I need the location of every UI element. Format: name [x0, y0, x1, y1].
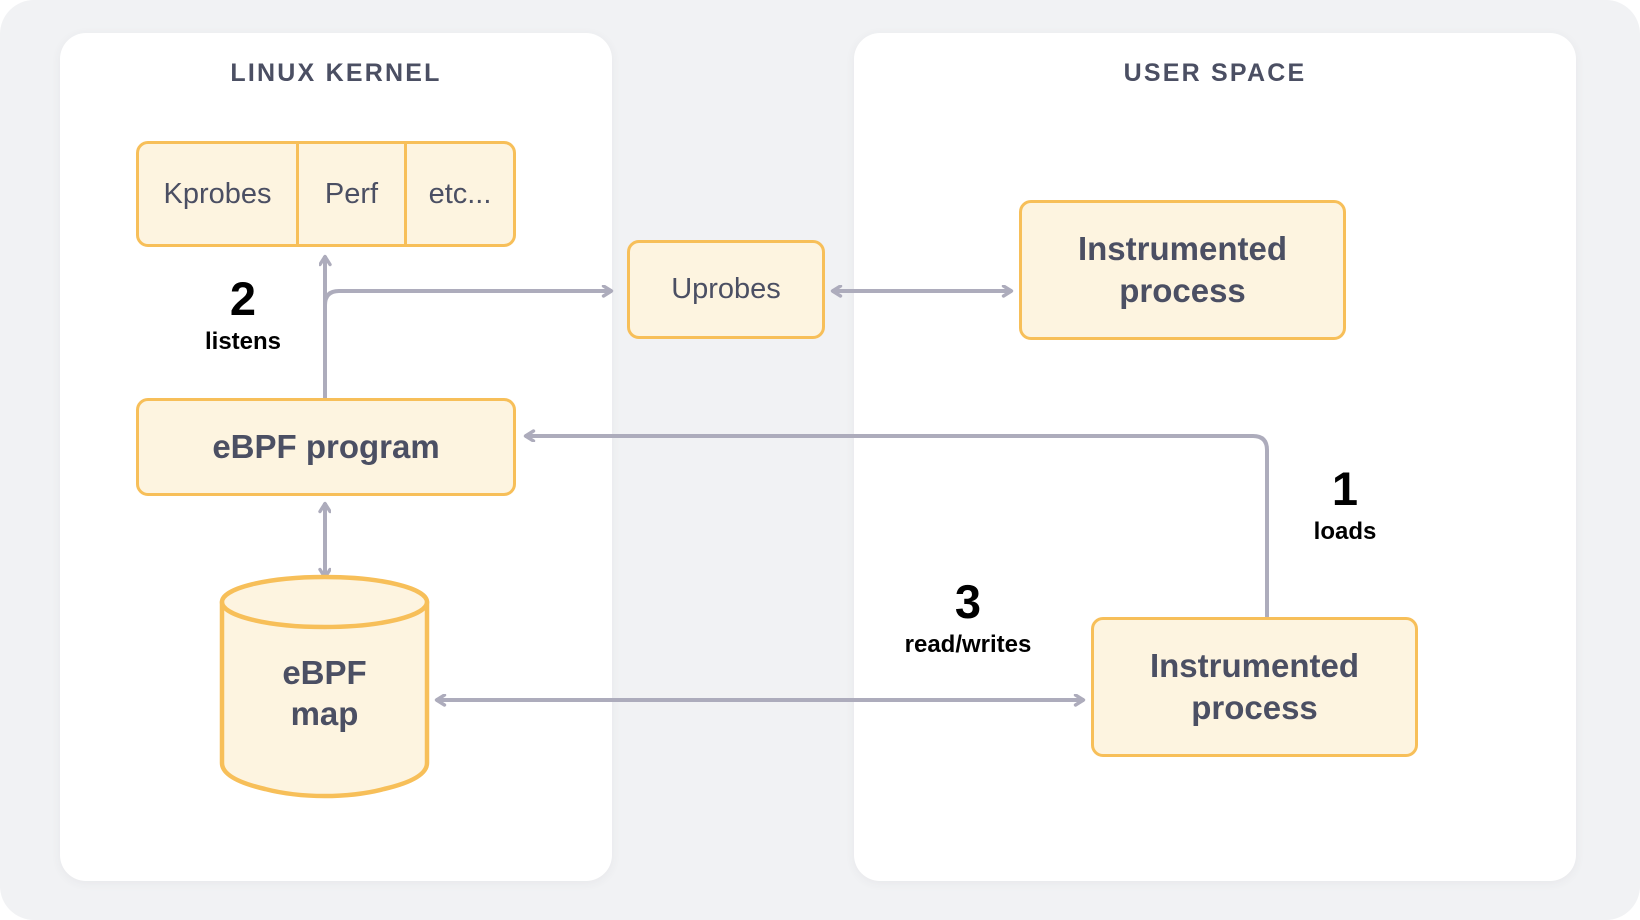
probe-cell-perf[interactable]: Perf: [296, 144, 404, 244]
node-ebpf-map-label: eBPF map: [219, 573, 430, 799]
node-uprobes-label: Uprobes: [671, 273, 781, 305]
step-2-label: listens: [204, 328, 282, 355]
node-instrumented-process-bottom-line2: process: [1191, 689, 1318, 726]
step-1-number: 1: [1331, 462, 1359, 515]
step-annotation-1: 1 loads: [1285, 465, 1405, 547]
panel-title-user-space: USER SPACE: [1123, 59, 1307, 87]
node-uprobes[interactable]: Uprobes: [627, 240, 825, 339]
node-ebpf-map[interactable]: eBPF map: [219, 573, 430, 799]
step-3-number: 3: [954, 575, 982, 628]
cylinder-shape: [219, 574, 430, 799]
step-annotation-2: 2 listens: [183, 275, 303, 357]
step-3-label: read/writes: [904, 631, 1032, 658]
panel-title-linux-kernel: LINUX KERNEL: [230, 59, 442, 87]
step-1-label: loads: [1313, 518, 1377, 545]
step-2-number: 2: [229, 272, 257, 325]
node-ebpf-map-label-line1: eBPF: [282, 653, 367, 691]
node-ebpf-program-label: eBPF program: [212, 428, 440, 465]
probe-sources-row: Kprobes Perf etc...: [136, 141, 516, 247]
node-instrumented-process-bottom-line1: Instrumented: [1149, 646, 1360, 684]
node-ebpf-program[interactable]: eBPF program: [136, 398, 516, 496]
node-instrumented-process-bottom[interactable]: Instrumented process: [1091, 617, 1418, 757]
node-instrumented-process-top[interactable]: Instrumented process: [1019, 200, 1346, 340]
node-ebpf-map-label-line2: map: [290, 695, 359, 732]
node-instrumented-process-top-line1: Instrumented: [1077, 229, 1288, 267]
step-annotation-3: 3 read/writes: [878, 578, 1058, 660]
probe-cell-kprobes[interactable]: Kprobes: [163, 177, 272, 210]
node-instrumented-process-top-line2: process: [1119, 272, 1246, 309]
probe-cell-etc[interactable]: etc...: [404, 144, 513, 244]
